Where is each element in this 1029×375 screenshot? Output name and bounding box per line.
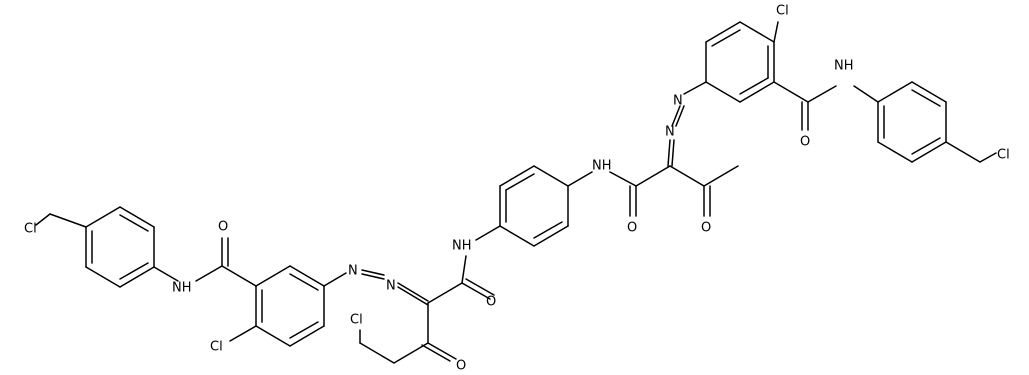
atom-nh: NH xyxy=(834,59,854,74)
atom-cl: Cl xyxy=(210,340,223,355)
right-chloromethylphenyl xyxy=(853,81,997,163)
central-phenylene xyxy=(475,165,593,247)
atom-o: O xyxy=(701,221,711,236)
atom-o: O xyxy=(486,295,496,310)
atom-nh: NH xyxy=(172,281,192,296)
left-benzamide xyxy=(195,237,347,347)
atom-n: N xyxy=(673,94,683,109)
atom-o: O xyxy=(218,220,228,235)
right-benzamide xyxy=(705,21,837,131)
left-azo-chain xyxy=(359,255,495,364)
atom-n: N xyxy=(348,264,358,279)
atom-n: N xyxy=(665,125,675,140)
atom-cl: Cl xyxy=(24,222,37,237)
atom-o: O xyxy=(800,135,810,150)
atom-nh: NH xyxy=(592,159,612,174)
atom-n: N xyxy=(386,279,396,294)
left-chloromethylphenyl xyxy=(35,206,179,288)
right-acetoacetyl-azo xyxy=(609,81,739,217)
atom-o: O xyxy=(627,221,637,236)
atom-nh: NH xyxy=(452,239,472,254)
atom-o: O xyxy=(456,359,466,374)
atom-cl: Cl xyxy=(997,148,1010,163)
atom-labels: Cl NH O Cl N N Cl O O NH NH O O N N Cl O… xyxy=(24,4,1010,374)
atom-cl: Cl xyxy=(350,313,363,328)
atom-cl: Cl xyxy=(776,4,789,19)
